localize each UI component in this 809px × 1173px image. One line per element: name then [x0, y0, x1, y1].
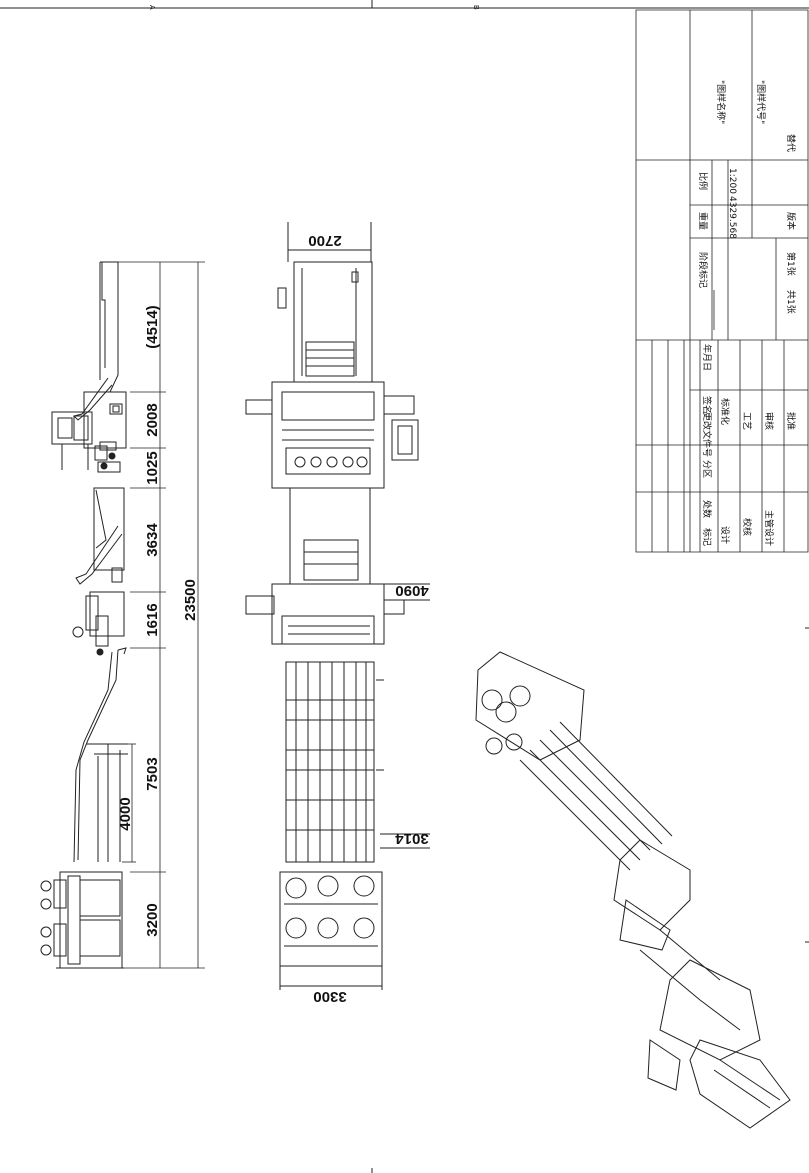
side-view [41, 262, 128, 968]
tb-signature: 签名 [701, 396, 713, 414]
top-dim-4090: 4090 [395, 582, 428, 599]
grid-letter-b: B [472, 5, 479, 10]
top-dim-2700: 2700 [308, 232, 341, 249]
side-dim-total-23500: 23500 [182, 579, 199, 621]
top-dim-3300: 3300 [313, 988, 346, 1005]
tb-change-doc: 更改文件号 [701, 412, 713, 457]
title-block [636, 10, 808, 552]
grid-letter-a: A [148, 5, 155, 10]
side-dim-1616: 1616 [144, 603, 161, 636]
tb-mark: 标记 [701, 528, 713, 546]
side-dim-2008: 2008 [144, 403, 161, 436]
tb-scale-label: 比例 [697, 172, 709, 190]
tb-approve: 批准 [785, 412, 797, 430]
tb-drawing-code: "图样代号" [755, 80, 767, 124]
tb-scale-value: 1:200 [727, 168, 737, 194]
side-dim-3634: 3634 [144, 523, 161, 557]
tb-process: 工艺 [741, 412, 752, 430]
side-dim-1025: 1025 [144, 451, 161, 484]
isometric-view [476, 652, 790, 1128]
side-dim-4514: (4514) [144, 305, 161, 348]
tb-version: 版本 [785, 212, 797, 230]
tb-count: 处数 [701, 500, 713, 518]
top-view [246, 222, 430, 990]
tb-total-sheets: 共1张 [785, 290, 796, 314]
tb-weight-value: 4329.568 [727, 196, 737, 239]
top-dim-3014: 3014 [395, 830, 429, 847]
side-dimension-chain [118, 262, 205, 968]
tb-stage-mark: 阶段标记 [697, 252, 709, 288]
tb-weight-label: 重量 [697, 212, 709, 230]
title-block-text: "图样名称" "图样代号" 替代 比例 1:200 重量 4329.568 版本… [697, 80, 797, 546]
tb-check: 校核 [741, 518, 753, 536]
tb-drawing-name: "图样名称" [715, 80, 727, 124]
tb-sheet-no: 第1张 [785, 252, 797, 276]
side-dim-4000: 4000 [117, 797, 134, 830]
tb-design: 设计 [719, 526, 731, 544]
tb-standardize: 标准化 [719, 398, 731, 425]
tb-zone: 分区 [701, 460, 712, 478]
tb-review: 审核 [763, 412, 775, 430]
tb-main-design: 主管设计 [763, 510, 775, 546]
side-dim-3200: 3200 [144, 903, 161, 936]
tb-replace: 替代 [785, 134, 797, 152]
side-dim-7503: 7503 [144, 757, 161, 790]
tb-date: 年月日 [701, 344, 713, 371]
